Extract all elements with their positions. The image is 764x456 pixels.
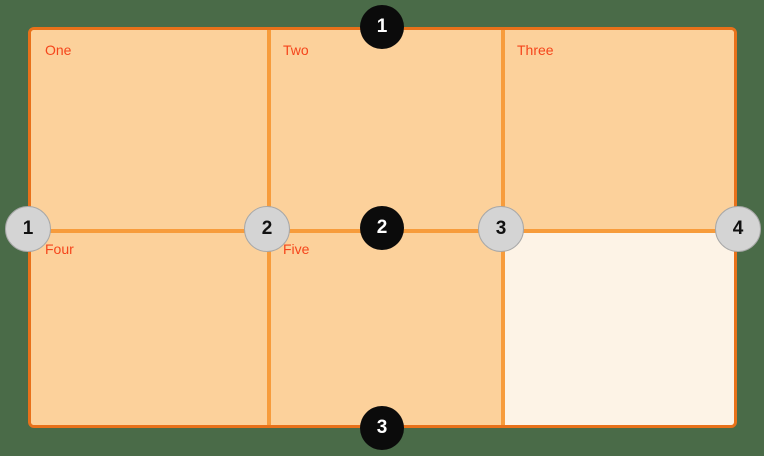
- row-handle-3[interactable]: 3: [360, 406, 404, 450]
- row-handle-label: 3: [376, 417, 388, 438]
- grid-cell-label: Four: [45, 241, 74, 257]
- grid-cell-label: One: [45, 42, 72, 58]
- column-handle-label: 1: [22, 218, 34, 239]
- column-handle-3[interactable]: 3: [478, 206, 524, 252]
- grid-cell-one[interactable]: One: [31, 30, 269, 229]
- grid-cell-four[interactable]: Four: [31, 229, 269, 425]
- row-handle-label: 2: [376, 217, 388, 238]
- grid-cell-empty[interactable]: [503, 229, 734, 425]
- grid-cell-two[interactable]: Two: [269, 30, 503, 229]
- column-handle-label: 3: [495, 218, 507, 239]
- grid-cell-five[interactable]: Five: [269, 229, 503, 425]
- row-handle-2[interactable]: 2: [360, 206, 404, 250]
- grid-cell-label: Two: [283, 42, 309, 58]
- column-handle-2[interactable]: 2: [244, 206, 290, 252]
- grid-cell-label: Five: [283, 241, 310, 257]
- column-handle-label: 2: [261, 218, 273, 239]
- grid-cell-three[interactable]: Three: [503, 30, 734, 229]
- row-handle-label: 1: [376, 16, 388, 37]
- column-handle-1[interactable]: 1: [5, 206, 51, 252]
- grid-cell-label: Three: [517, 42, 554, 58]
- column-handle-label: 4: [732, 218, 744, 239]
- column-handle-4[interactable]: 4: [715, 206, 761, 252]
- row-handle-1[interactable]: 1: [360, 5, 404, 49]
